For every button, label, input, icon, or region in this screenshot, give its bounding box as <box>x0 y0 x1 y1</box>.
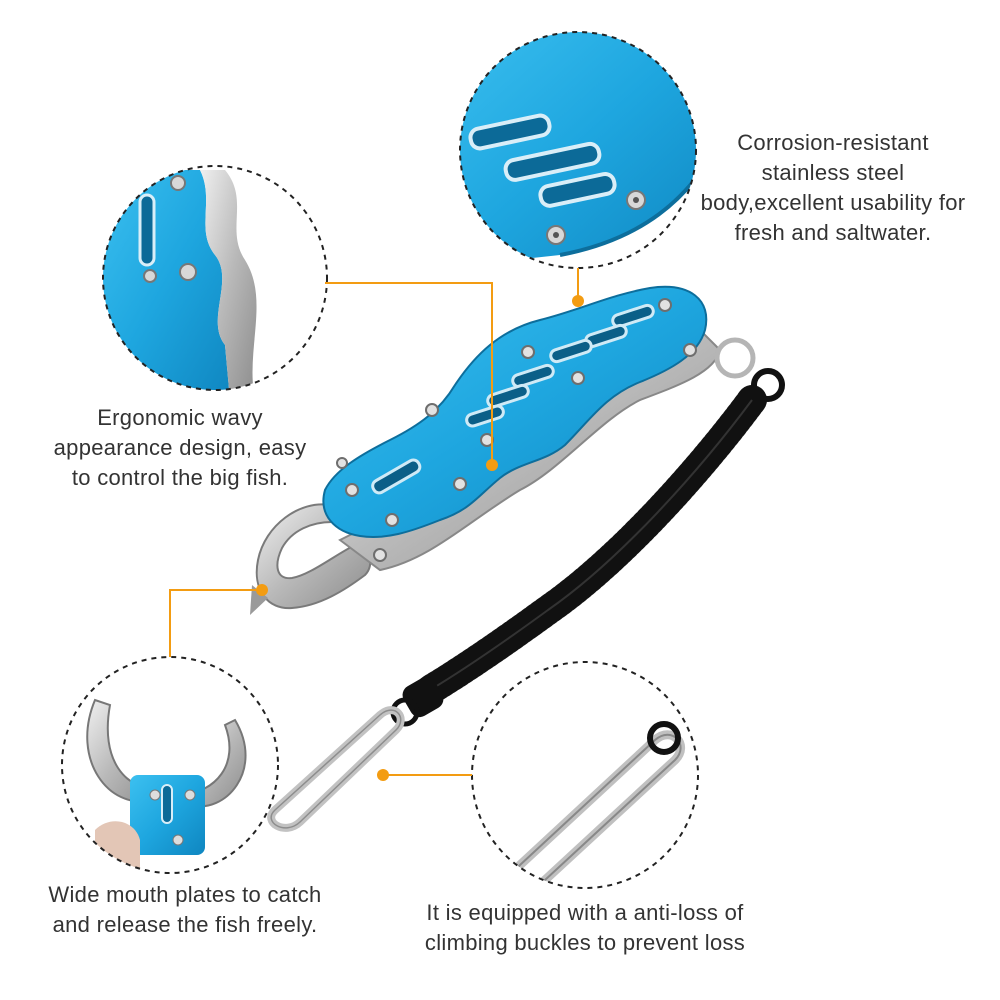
caption-line: and release the fish freely. <box>52 912 318 937</box>
callout-line-mouth <box>169 589 262 657</box>
caption-ergonomic-design: Ergonomic wavy appearance design, easy t… <box>30 403 330 493</box>
caption-anti-loss-buckle: It is equipped with a anti-loss of climb… <box>380 898 790 958</box>
coiled-lanyard <box>390 368 785 727</box>
caption-wide-mouth-plates: Wide mouth plates to catch and release t… <box>20 880 350 940</box>
zoom-circle-carabiner <box>471 661 699 889</box>
callout-line-wavy <box>325 282 493 465</box>
caption-line: Ergonomic wavy <box>97 405 263 430</box>
caption-line: stainless steel <box>761 160 905 185</box>
fish-grip-tool <box>250 285 756 615</box>
caption-line: fresh and saltwater. <box>734 220 932 245</box>
caption-line: It is equipped with a anti-loss of <box>426 900 744 925</box>
callout-lines <box>169 268 579 776</box>
callout-dots <box>256 295 584 781</box>
carabiner-clip <box>267 706 405 832</box>
screw-icon <box>546 225 566 245</box>
zoom-circle-body-detail <box>459 31 697 269</box>
caption-line: Corrosion-resistant <box>737 130 929 155</box>
caption-line: appearance design, easy <box>53 435 307 460</box>
caption-line: Wide mouth plates to catch <box>48 882 322 907</box>
screw-icon <box>336 298 697 562</box>
zoom-circle-wavy-handle <box>102 165 328 391</box>
caption-line: climbing buckles to prevent loss <box>424 930 746 955</box>
screw-icon <box>626 190 646 210</box>
caption-line: to control the big fish. <box>71 465 289 490</box>
caption-corrosion-resistant: Corrosion-resistant stainless steel body… <box>668 128 998 248</box>
zoom-circle-mouth-plates <box>61 656 279 874</box>
caption-line: body,excellent usability for <box>700 190 966 215</box>
